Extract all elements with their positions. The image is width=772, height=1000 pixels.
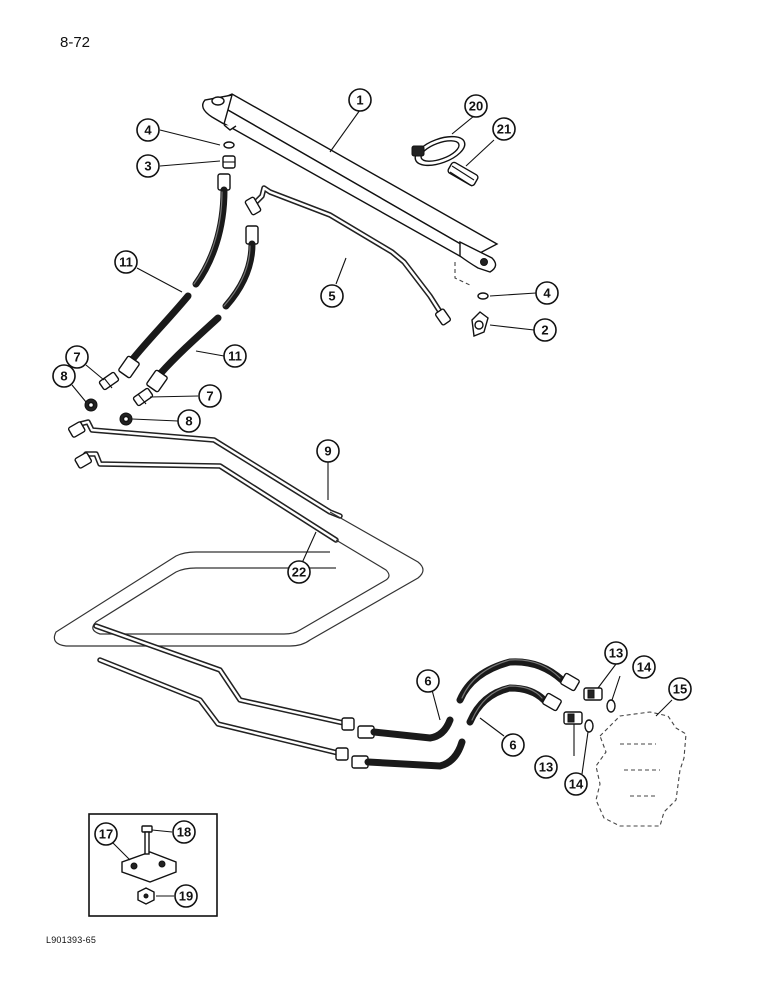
rod-tube xyxy=(244,185,452,326)
callout-13-lower: 13 xyxy=(534,755,558,779)
protective-sleeve xyxy=(447,161,479,187)
callout-11-upper: 11 xyxy=(114,250,138,274)
upper-hose-right xyxy=(146,225,259,393)
callout-2: 2 xyxy=(533,318,557,342)
hydraulic-cylinder xyxy=(202,93,499,287)
svg-text:4: 4 xyxy=(144,123,152,138)
svg-text:6: 6 xyxy=(509,738,516,753)
callout-5: 5 xyxy=(320,284,344,308)
callout-7-left: 7 xyxy=(65,345,89,369)
nut-left xyxy=(84,398,98,412)
svg-text:3: 3 xyxy=(144,159,151,174)
svg-text:13: 13 xyxy=(609,646,623,661)
svg-text:15: 15 xyxy=(673,682,687,697)
svg-text:8: 8 xyxy=(185,414,192,429)
callout-8-right: 8 xyxy=(177,409,201,433)
callout-14-lower: 14 xyxy=(564,772,588,796)
callout-19: 19 xyxy=(174,884,198,908)
elbow-fitting xyxy=(471,311,489,337)
svg-text:9: 9 xyxy=(324,444,331,459)
figure-code: L901393-65 xyxy=(46,935,97,945)
callout-4-rod-end: 4 xyxy=(535,281,559,305)
clamp-block xyxy=(121,851,177,883)
lower-tube-lower xyxy=(97,657,349,761)
svg-text:14: 14 xyxy=(637,660,652,675)
adapter-fitting-lower xyxy=(563,711,583,725)
callout-14-upper: 14 xyxy=(632,655,656,679)
svg-text:20: 20 xyxy=(469,99,483,114)
svg-text:22: 22 xyxy=(292,565,306,580)
connector-left xyxy=(98,371,120,391)
clamp-nut xyxy=(137,887,155,905)
svg-text:1: 1 xyxy=(356,93,363,108)
svg-text:8: 8 xyxy=(60,369,67,384)
hose-clamp xyxy=(411,135,466,167)
callout-3: 3 xyxy=(136,154,160,178)
svg-text:7: 7 xyxy=(206,389,213,404)
svg-text:21: 21 xyxy=(497,122,511,137)
clamp-bolt xyxy=(141,825,153,855)
nut-right xyxy=(119,412,133,426)
o-ring-upper xyxy=(606,699,616,713)
svg-text:17: 17 xyxy=(99,827,113,842)
svg-text:19: 19 xyxy=(179,889,193,904)
connector-right xyxy=(132,387,154,407)
page-number: 8-72 xyxy=(60,34,91,51)
callout-22: 22 xyxy=(287,560,311,584)
lower-tube-upper xyxy=(93,623,355,731)
lower-hose-lower xyxy=(351,684,562,770)
callout-7-right: 7 xyxy=(198,384,222,408)
callout-6-upper: 6 xyxy=(416,669,440,693)
svg-text:6: 6 xyxy=(424,674,431,689)
callout-8-left: 8 xyxy=(52,364,76,388)
svg-text:5: 5 xyxy=(328,289,335,304)
steel-tube-lower xyxy=(74,451,339,543)
adapter-fitting-upper xyxy=(583,687,603,701)
callout-6-lower: 6 xyxy=(501,733,525,757)
o-ring-rod-end xyxy=(477,292,489,300)
callout-18: 18 xyxy=(172,820,196,844)
upper-hose-left xyxy=(118,173,231,379)
o-ring-top xyxy=(223,141,235,149)
svg-text:14: 14 xyxy=(569,777,584,792)
callout-11-lower: 11 xyxy=(223,344,247,368)
control-valve xyxy=(595,711,687,827)
svg-text:18: 18 xyxy=(177,825,191,840)
o-ring-lower xyxy=(584,719,594,733)
leader-lines xyxy=(71,109,673,897)
callout-15: 15 xyxy=(668,677,692,701)
steel-tube-upper xyxy=(67,419,343,519)
callout-13-upper: 13 xyxy=(604,641,628,665)
callout-9: 9 xyxy=(316,439,340,463)
svg-text:13: 13 xyxy=(539,760,553,775)
callout-17: 17 xyxy=(94,822,118,846)
callout-1: 1 xyxy=(348,88,372,112)
callout-4-top: 4 xyxy=(136,118,160,142)
callout-21: 21 xyxy=(492,117,516,141)
svg-text:7: 7 xyxy=(73,350,80,365)
frame-outline xyxy=(53,511,424,647)
svg-text:11: 11 xyxy=(119,255,133,270)
adapter-fitting-top xyxy=(222,155,236,169)
svg-text:4: 4 xyxy=(543,286,551,301)
lower-hose-upper xyxy=(357,658,580,742)
svg-text:11: 11 xyxy=(228,349,242,364)
svg-text:2: 2 xyxy=(541,323,548,338)
callout-20: 20 xyxy=(464,94,488,118)
